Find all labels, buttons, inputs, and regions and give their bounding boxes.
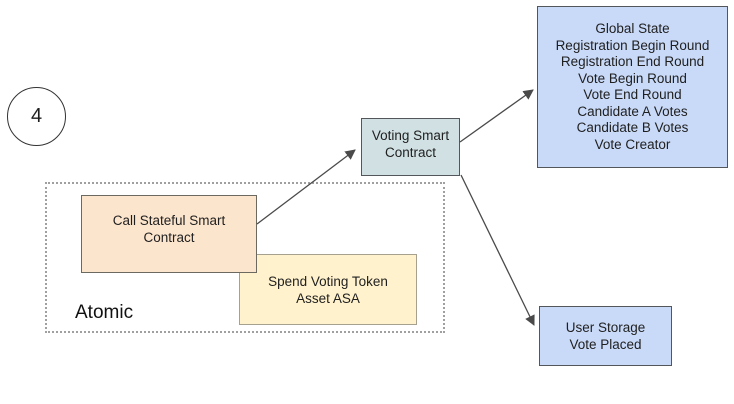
node-spend-voting-token: Spend Voting Token Asset ASA [239,254,417,325]
node-voting-smart-contract: Voting Smart Contract [361,118,460,176]
node-text-line: Call Stateful Smart [112,213,226,228]
node-text-line: Voting Smart [371,128,450,143]
node-text-line: Vote Begin Round [578,70,687,86]
step-number: 4 [30,105,43,127]
node-text-line: Vote Creator [594,136,671,152]
node-text-line: Spend Voting Token [268,273,388,289]
arrow-voting-contract-to-user-storage [460,174,535,326]
node-text-line: Vote End Round [583,87,682,102]
atomic-group-frame: Atomic [45,182,445,333]
node-text-line: Vote Placed [569,337,642,352]
node-text-line: Registration End Round [560,54,705,69]
node-text-line: Candidate A Votes [577,103,688,119]
node-text-line: Candidate B Votes [576,120,689,135]
step-number-badge: 4 [7,87,66,146]
node-text-line: Global State [595,21,670,36]
node-user-storage-vote-placed: User Storage Vote Placed [539,306,672,366]
node-text-line: User Storage [565,320,646,335]
arrow-voting-contract-to-global-state [459,89,534,143]
node-global-state: Global State Registration Begin Round Re… [537,6,728,168]
node-text-line: Asset ASA [296,290,360,306]
node-text-line: Registration Begin Round [555,37,710,53]
atomic-group-label: Atomic [75,302,134,323]
node-text-line: Contract [384,145,437,160]
node-text-line: Contract [143,230,195,245]
node-call-stateful-smart-contract: Call Stateful Smart Contract [81,195,257,273]
